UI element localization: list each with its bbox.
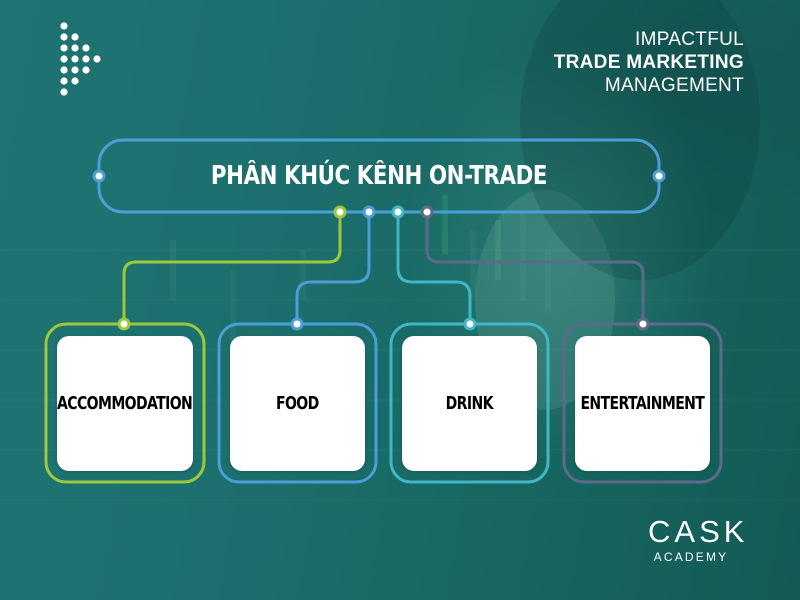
tagline-line-2: TRADE MARKETING <box>553 52 744 73</box>
diagram-title: PHÂN KHÚC KÊNH ON-TRADE <box>210 161 548 191</box>
node-dot-icon <box>463 317 477 331</box>
tagline-line-3: MANAGEMENT <box>604 75 744 96</box>
tagline-line-1: IMPACTFUL <box>635 29 744 50</box>
segment-label: ACCOMMODATION <box>57 393 193 414</box>
segment-card-accommodation: ACCOMMODATION <box>57 336 193 471</box>
node-dot-icon <box>391 205 405 219</box>
frame-right-dot-icon <box>652 169 666 183</box>
connector-drink <box>396 212 472 324</box>
connector-food <box>295 212 371 324</box>
segment-label: DRINK <box>445 393 494 414</box>
connector-entertainment <box>425 212 645 324</box>
node-dot-icon <box>333 205 347 219</box>
segment-card-drink: DRINK <box>402 336 537 471</box>
segment-label: ENTERTAINMENT <box>580 393 705 414</box>
segment-card-entertainment: ENTERTAINMENT <box>575 336 710 471</box>
node-dot-icon <box>290 317 304 331</box>
logo-sub-text: ACADEMY <box>653 550 729 564</box>
segment-label: FOOD <box>276 393 319 414</box>
logo-main-text: CASK <box>648 514 749 549</box>
node-dot-icon <box>420 205 434 219</box>
segment-card-food: FOOD <box>230 336 365 471</box>
node-dot-icon <box>636 317 650 331</box>
node-dot-icon <box>117 317 131 331</box>
frame-left-dot-icon <box>92 169 106 183</box>
brand-logo-icon <box>60 22 101 96</box>
connector-accommodation <box>122 212 342 324</box>
node-dot-icon <box>362 205 376 219</box>
brand-tagline: IMPACTFUL TRADE MARKETING MANAGEMENT <box>554 28 744 97</box>
cask-academy-logo: CASK ACADEMY <box>648 514 749 565</box>
